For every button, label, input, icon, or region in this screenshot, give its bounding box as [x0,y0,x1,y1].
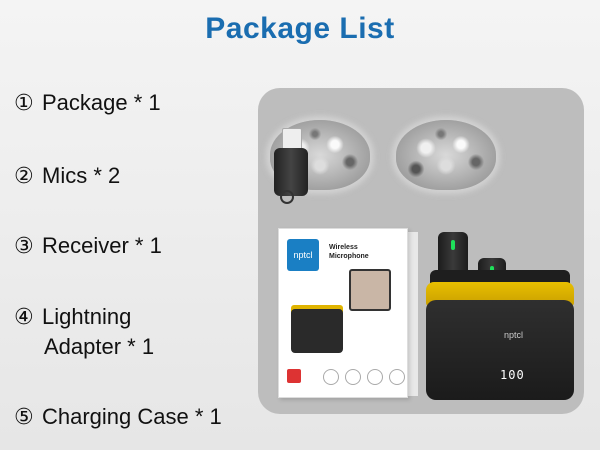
box-case-image [291,309,343,353]
brand-logo: nptcl [287,239,319,271]
page-title: Package List [205,12,395,45]
item-label: Package * 1 [42,90,161,115]
feature-icons [323,369,435,385]
item-number: ⑤ [14,404,34,429]
item-label: Charging Case * 1 [42,404,222,429]
item-label: Mics * 2 [42,163,121,188]
list-item: ④ Lightning Adapter * 1 [14,302,154,362]
lightning-adapter-image [274,148,308,196]
list-item: ① Package * 1 [14,88,161,118]
led-indicator [451,240,455,250]
list-item: ② Mics * 2 [14,161,120,191]
lightning-plug-image [282,128,302,150]
charging-case-image [426,300,574,400]
case-lid-image [430,270,570,284]
item-number: ③ [14,233,34,258]
item-number: ④ [14,304,34,329]
feature-icon [367,369,383,385]
list-item: ③ Receiver * 1 [14,231,162,261]
item-label-line2: Adapter * 1 [44,334,155,359]
box-side-image [406,232,418,396]
box-title: Wireless Microphone [329,244,369,260]
feature-icon [389,369,405,385]
windscreen-image [396,120,496,190]
adapter-loop-image [280,190,294,204]
list-item: ⑤ Charging Case * 1 [14,402,222,432]
case-brand-label: nptcl [504,330,524,340]
package-box-image: nptcl Wireless Microphone [278,228,408,398]
item-label: Receiver * 1 [42,233,162,258]
item-number: ① [14,90,34,115]
box-photo-image [349,269,391,311]
wifi-icon [287,369,301,383]
item-number: ② [14,163,34,188]
feature-icon [345,369,361,385]
item-label: Lightning [42,304,132,329]
feature-icon [323,369,339,385]
battery-display: 100 [500,368,525,382]
